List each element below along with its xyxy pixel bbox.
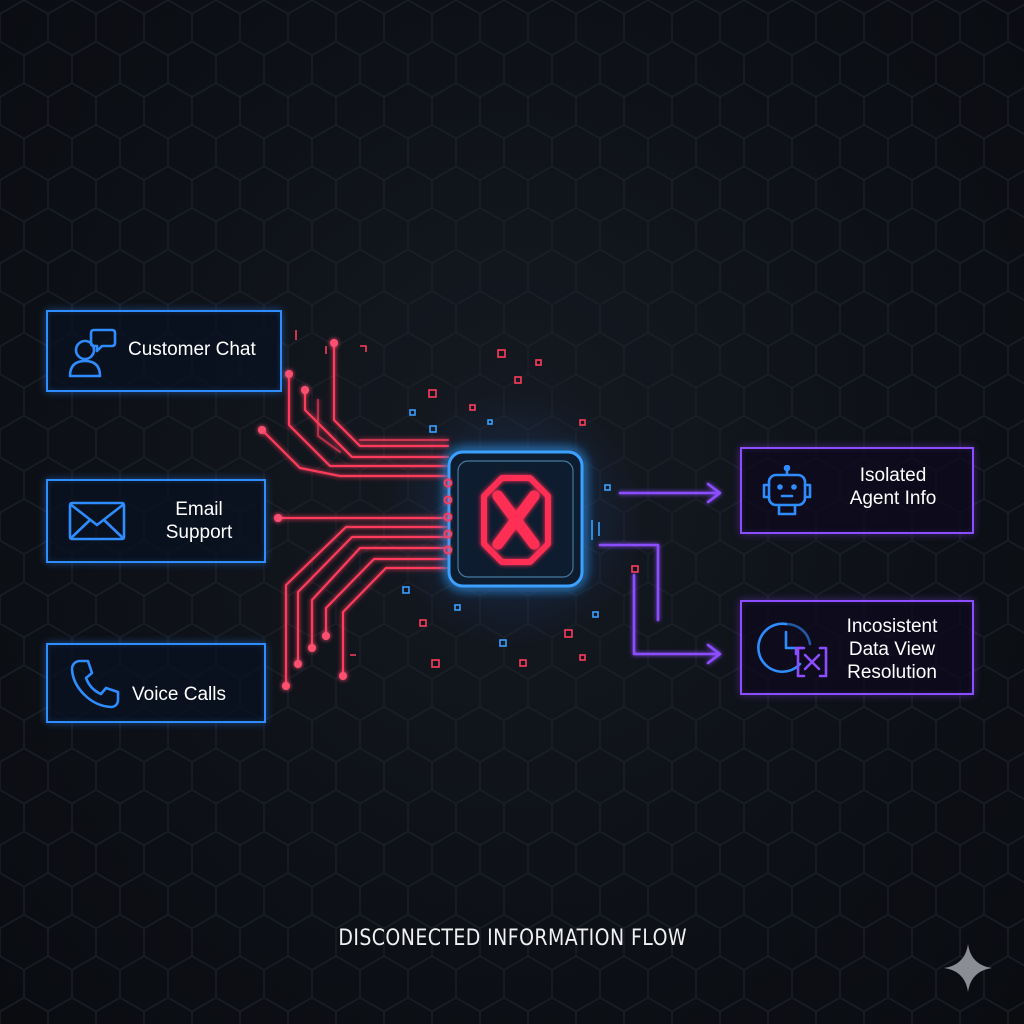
blocked-x-icon <box>481 475 551 565</box>
source-label-customer-chat: Customer Chat <box>128 339 256 360</box>
envelope-icon <box>68 501 126 541</box>
source-box-email-support: Email Support <box>46 479 266 563</box>
source-box-customer-chat: Customer Chat <box>46 310 282 392</box>
output-box-inconsistent-resolution: Incosistent Data View Resolution <box>740 600 974 695</box>
source-label-voice-calls: Voice Calls <box>132 684 226 705</box>
output-label-inconsistent-resolution: Incosistent Data View Resolution <box>846 616 938 683</box>
clock-broken-data-icon <box>757 622 828 678</box>
source-box-voice-calls: Voice Calls <box>46 643 266 723</box>
source-label-email-support: Email Support <box>165 499 233 543</box>
trace-endpoints <box>258 339 347 690</box>
diagram-caption: DISCONECTED INFORMATION FLOW <box>338 926 688 951</box>
output-arrows <box>598 482 722 665</box>
red-circuit-traces <box>260 341 450 688</box>
robot-icon <box>762 465 812 516</box>
output-box-isolated-agent-info: Isolated Agent Info <box>740 447 974 534</box>
customer-chat-icon <box>68 328 117 378</box>
sparkle-icon <box>944 944 992 992</box>
phone-icon <box>70 659 120 709</box>
output-label-isolated-agent-info: Isolated Agent Info <box>849 465 937 509</box>
glitch-fragments <box>295 330 639 668</box>
